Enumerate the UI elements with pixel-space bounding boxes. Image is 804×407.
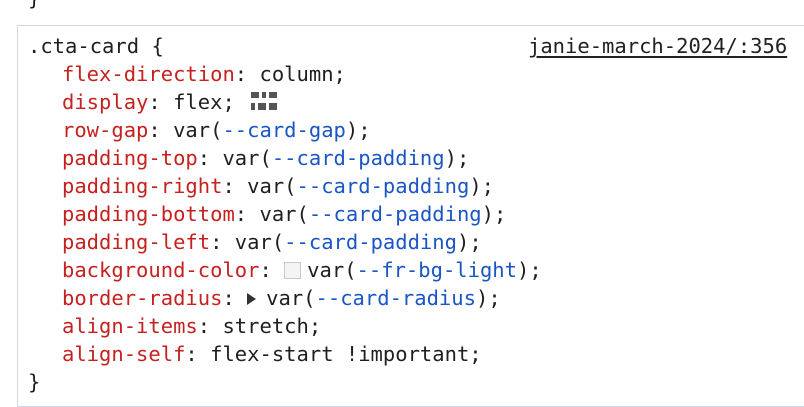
property-name[interactable]: row-gap: [62, 118, 149, 142]
property-name[interactable]: padding-left: [62, 230, 211, 254]
declaration-padding-bottom[interactable]: padding-bottom: var(--card-padding);: [62, 202, 507, 226]
previous-rule-close-brace: }: [28, 0, 40, 12]
property-value[interactable]: flex-start !important: [210, 342, 470, 366]
property-value[interactable]: var(--card-padding): [234, 230, 470, 254]
declaration-row-gap[interactable]: row-gap: var(--card-gap);: [62, 118, 371, 142]
property-name[interactable]: align-self: [62, 342, 186, 366]
declaration-background-color[interactable]: background-color: var(--fr-bg-light);: [62, 258, 542, 282]
declaration-padding-left[interactable]: padding-left: var(--card-padding);: [62, 230, 482, 254]
css-rule-panel: .cta-card { janie-march-2024/:356 flex-d…: [17, 25, 804, 407]
rule-close-brace: }: [28, 370, 41, 394]
rule-selector-line[interactable]: .cta-card {: [28, 32, 164, 60]
property-name[interactable]: padding-bottom: [62, 202, 235, 226]
css-variable[interactable]: --card-padding: [284, 230, 457, 254]
property-name[interactable]: flex-direction: [62, 62, 235, 86]
property-name[interactable]: border-radius: [62, 286, 223, 310]
property-name[interactable]: padding-top: [62, 146, 198, 170]
rule-source-link[interactable]: janie-march-2024/:356: [528, 34, 788, 58]
css-variable[interactable]: --card-padding: [308, 202, 482, 226]
css-variable[interactable]: --card-radius: [315, 286, 476, 310]
property-value[interactable]: stretch: [222, 314, 309, 338]
declaration-padding-top[interactable]: padding-top: var(--card-padding);: [62, 146, 470, 170]
property-value[interactable]: column: [259, 62, 334, 86]
declaration-align-items[interactable]: align-items: stretch;: [62, 314, 322, 338]
declaration-border-radius[interactable]: border-radius: var(--card-radius);: [62, 286, 501, 310]
declaration-align-self[interactable]: align-self: flex-start !important;: [62, 342, 482, 366]
declaration-flex-direction[interactable]: flex-direction: column;: [62, 62, 346, 86]
property-name[interactable]: background-color: [62, 258, 260, 282]
css-variable[interactable]: --card-padding: [296, 174, 470, 198]
declaration-display[interactable]: display: flex;: [62, 88, 279, 116]
property-name[interactable]: align-items: [62, 314, 198, 338]
rule-open-brace: {: [151, 34, 164, 58]
css-variable[interactable]: --card-padding: [271, 146, 445, 170]
property-value[interactable]: flex: [173, 90, 223, 114]
triangle-right-icon[interactable]: [247, 293, 257, 305]
flex-layout-icon[interactable]: [249, 89, 279, 113]
property-name[interactable]: padding-right: [62, 174, 223, 198]
css-variable[interactable]: --fr-bg-light: [356, 258, 517, 282]
property-value[interactable]: var(--card-radius): [266, 286, 489, 310]
rule-selector[interactable]: .cta-card: [28, 34, 140, 58]
property-value[interactable]: var(--fr-bg-light): [307, 258, 530, 282]
property-value[interactable]: var(--card-padding): [247, 174, 482, 198]
css-variable[interactable]: --card-gap: [222, 118, 346, 142]
property-value[interactable]: var(--card-padding): [222, 146, 457, 170]
declaration-padding-right[interactable]: padding-right: var(--card-padding);: [62, 174, 494, 198]
property-value[interactable]: var(--card-gap): [173, 118, 359, 142]
property-name[interactable]: display: [62, 90, 149, 114]
color-swatch[interactable]: [284, 262, 302, 279]
property-value[interactable]: var(--card-padding): [259, 202, 494, 226]
